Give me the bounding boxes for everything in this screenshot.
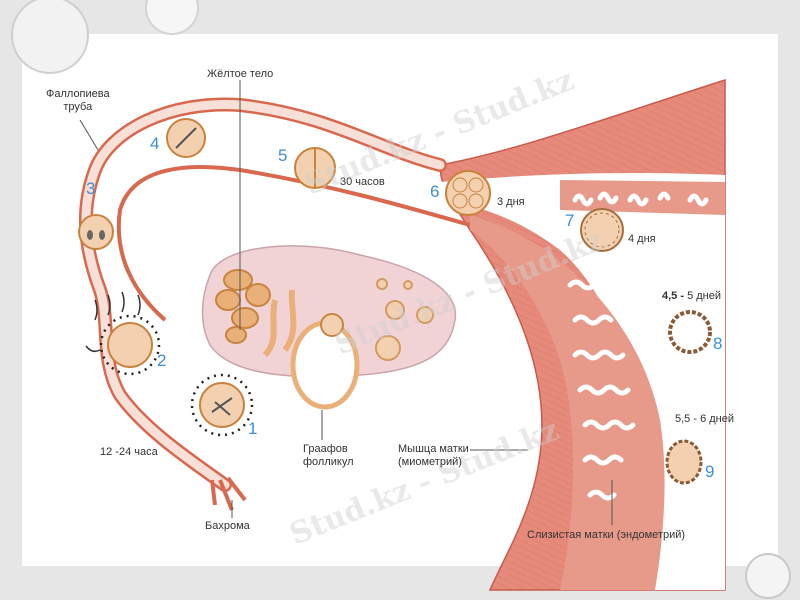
label-4-5-days-bold: 4,5 -	[662, 290, 685, 302]
stage-number-5: 5	[278, 146, 288, 165]
stage-number-1: 1	[248, 419, 258, 438]
stage-3-zygote	[78, 214, 114, 250]
stage-5-two-cells	[294, 147, 336, 189]
corner-bubble-bottom-right	[745, 553, 791, 599]
label-graafian-follicle: Граафов фолликул	[303, 443, 354, 468]
label-myometrium: Мышца матки (миометрий)	[398, 443, 469, 468]
label-4-days: 4 дня	[628, 233, 656, 245]
endometrium-top	[560, 180, 725, 215]
corner-bubble-top	[145, 0, 199, 35]
stage-7-morula	[580, 208, 624, 252]
fimbriae-shape	[210, 476, 247, 511]
corner-bubble-top-left	[11, 0, 89, 74]
label-4-5-days: 4,5 - 5 дней	[662, 290, 721, 303]
stage-number-4: 4	[150, 134, 160, 153]
stage-4-division	[166, 118, 206, 158]
graafian-oocyte	[320, 313, 344, 337]
stage-number-8: 8	[713, 334, 723, 353]
stage-number-3: 3	[86, 179, 96, 198]
label-30-hours: 30 часов	[340, 176, 385, 188]
label-5-5-days: 5,5 - 6 дней	[675, 413, 734, 425]
label-4-5-days-rest: 5 дней	[684, 290, 722, 302]
leader-lines	[79, 80, 613, 525]
stage-6-cleavage	[445, 170, 491, 216]
label-fallopian-tube: Фаллопиева труба	[46, 88, 110, 113]
stage-number-9: 9	[705, 462, 715, 481]
corpus-luteum-shape	[215, 269, 271, 344]
fallopian-tube-inner	[116, 165, 471, 322]
stage-number-2: 2	[157, 351, 167, 370]
stage-8-blastocyst	[668, 310, 712, 354]
stage-1-oocyte	[190, 373, 254, 437]
label-fimbriae: Бахрома	[205, 520, 250, 532]
stage-2-fertilization	[85, 291, 161, 376]
stage-9-implantation	[665, 439, 703, 485]
label-corpus-luteum: Жёлтое тело	[207, 68, 274, 80]
label-endometrium: Слизистая матки (эндометрий)	[527, 529, 686, 541]
endometrial-glands	[567, 191, 709, 501]
fallopian-tube-lumen	[81, 99, 445, 490]
stage-number-6: 6	[430, 182, 440, 201]
stage-number-7: 7	[565, 211, 575, 230]
label-3-days: 3 дня	[497, 196, 525, 208]
developing-follicles	[375, 278, 434, 361]
label-12-24-hours: 12 -24 часа	[100, 446, 158, 458]
ruptured-follicle	[262, 289, 297, 358]
